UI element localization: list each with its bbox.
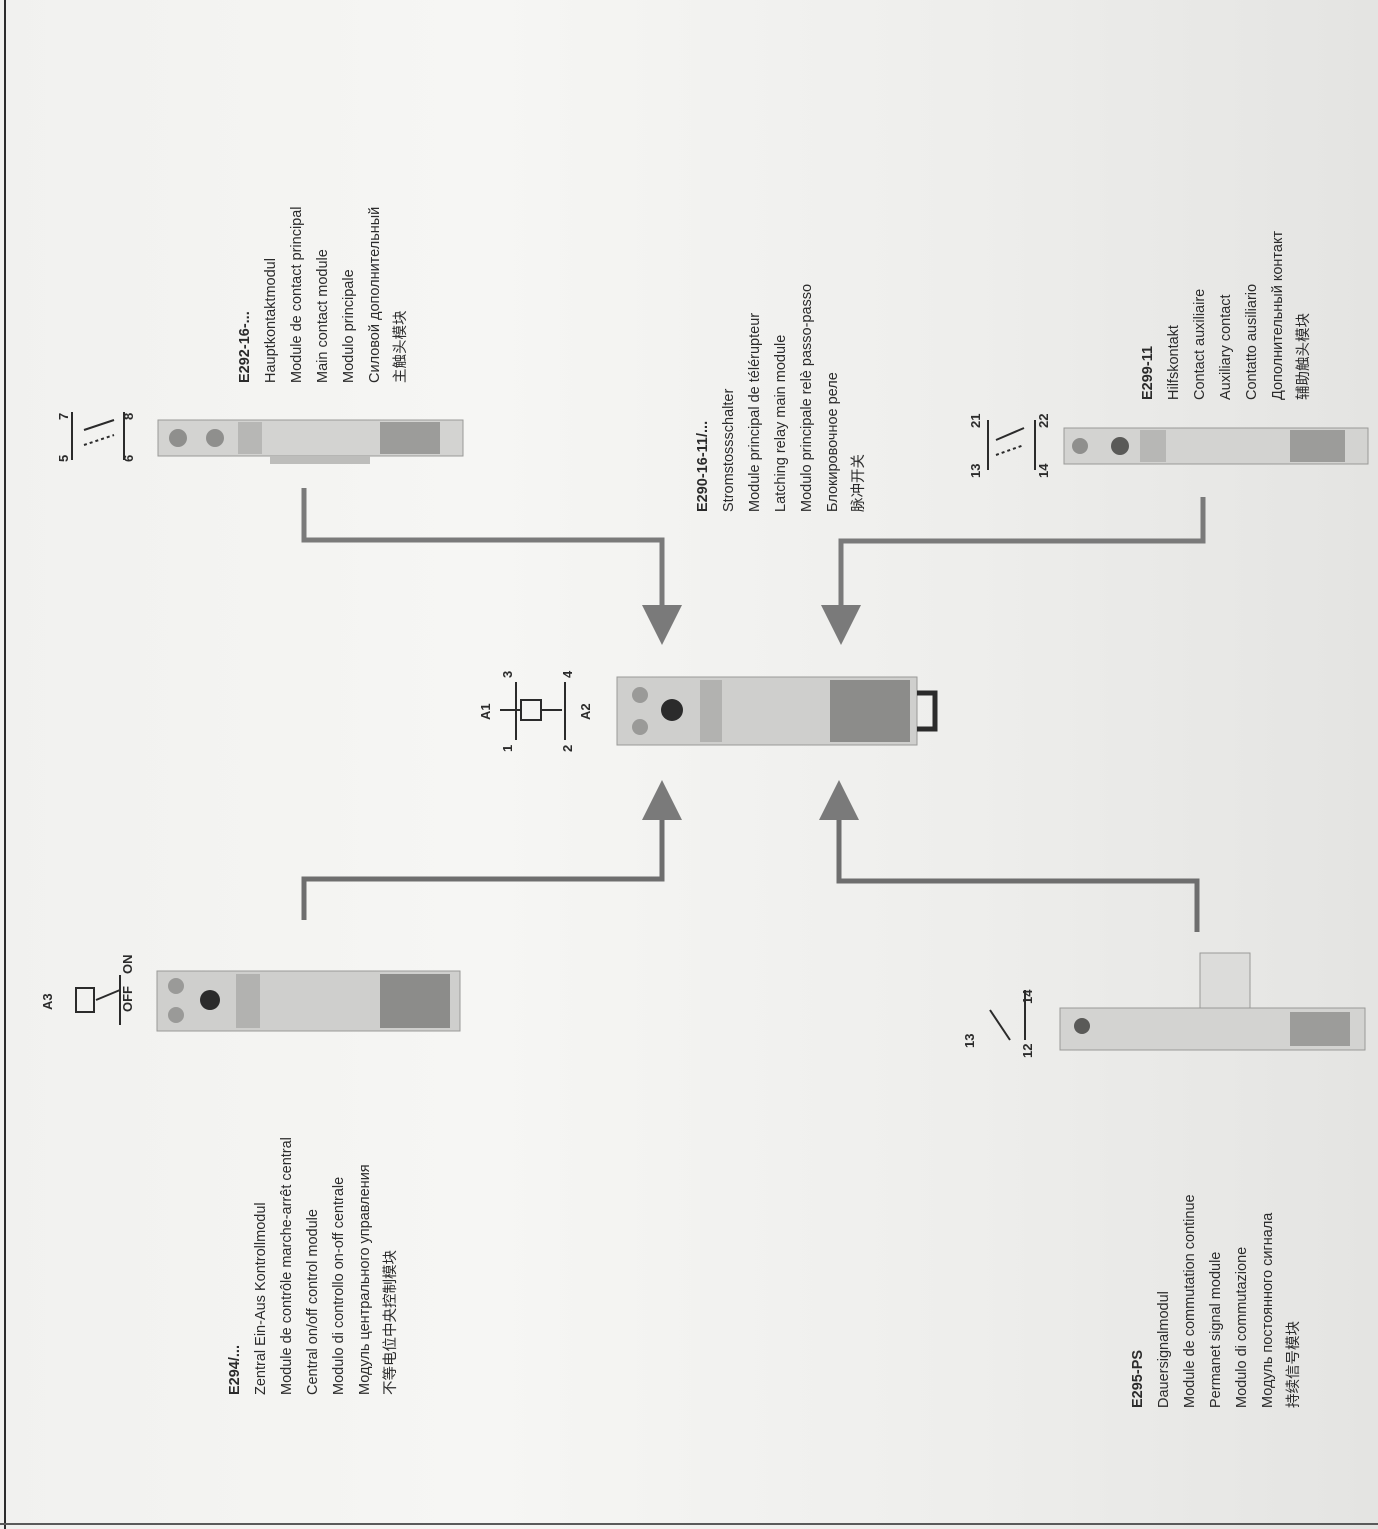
terminal-ps-12: 12 (1020, 1043, 1035, 1058)
terminal-5: 5 (56, 454, 71, 462)
label-central-control-it: Modulo di controllo on-off centrale (331, 1176, 347, 1395)
label-off: OFF (120, 986, 135, 1012)
terminal-aux-14: 14 (1036, 463, 1051, 478)
terminal-aux-21: 21 (968, 413, 983, 428)
device-central-control (156, 970, 461, 1032)
terminal-7: 7 (56, 412, 71, 420)
code-central-control: E294/... (227, 1345, 243, 1395)
label-auxiliary-it: Contatto ausiliario (1244, 283, 1260, 400)
terminal-4: 4 (560, 670, 575, 678)
device-latching-relay (616, 676, 938, 746)
code-latching-relay: E290-16-11/... (695, 420, 711, 512)
label-main-contact-it: Modulo principale (341, 269, 357, 383)
code-auxiliary: E299-11 (1140, 345, 1156, 400)
code-permanent-signal: E295-PS (1130, 1349, 1146, 1408)
terminal-6: 6 (121, 454, 136, 462)
text-auxiliary: E299-11 Hilfskontakt Contact auxiliaire … (1135, 231, 1317, 400)
label-main-contact-ru: Силовой дополнительный (367, 206, 383, 383)
terminal-aux-22: 22 (1036, 413, 1051, 428)
symbol-auxiliary (987, 420, 1036, 470)
label-latching-relay-it: Modulo principale relè passo-passo (799, 283, 815, 512)
label-latching-relay-de: Stromstossschalter (721, 388, 737, 512)
terminal-8: 8 (121, 412, 136, 420)
page-border-bottom (0, 1523, 1378, 1525)
label-main-contact-en: Main contact module (315, 249, 331, 383)
text-permanent-signal: E295-PS Dauersignalmodul Module de commu… (1125, 1194, 1307, 1408)
label-main-contact-de: Hauptkontaktmodul (263, 258, 279, 383)
arrow-permanent-signal (819, 780, 1200, 932)
label-main-contact-zh: 主触头模块 (393, 310, 409, 384)
label-auxiliary-ru: Дополнительный контакт (1270, 230, 1286, 400)
terminal-a1: A1 (478, 703, 493, 720)
label-latching-relay-ru: Блокировочное реле (825, 372, 841, 512)
symbol-central-control (75, 975, 121, 1025)
symbol-permanent-signal (989, 990, 1026, 1041)
arrow-auxiliary (821, 497, 1206, 645)
label-permanent-signal-it: Modulo di commutazione (1234, 1246, 1250, 1408)
text-latching-relay: E290-16-11/... Stromstossschalter Module… (690, 284, 872, 512)
terminal-1: 1 (500, 744, 515, 752)
label-central-control-fr: Module de contrôle marche-arrêt central (279, 1137, 295, 1395)
terminal-3: 3 (500, 670, 515, 678)
label-auxiliary-de: Hilfskontakt (1166, 325, 1182, 400)
terminal-aux-13: 13 (968, 463, 983, 478)
terminal-2: 2 (560, 744, 575, 752)
label-permanent-signal-de: Dauersignalmodul (1156, 1291, 1172, 1408)
symbol-main-contact (71, 412, 125, 460)
text-main-contact: E292-16-... Hauptkontaktmodul Module de … (232, 206, 414, 383)
label-main-contact-fr: Module de contact principal (289, 206, 305, 383)
label-auxiliary-fr: Contact auxiliaire (1192, 288, 1208, 400)
label-auxiliary-en: Auxiliary contact (1218, 294, 1234, 400)
label-on: ON (120, 954, 135, 975)
text-central-control: E294/... Zentral Ein-Aus Kontrollmodul M… (222, 1137, 404, 1395)
terminal-ps-14: 14 (1020, 989, 1035, 1004)
label-central-control-de: Zentral Ein-Aus Kontrollmodul (253, 1202, 269, 1395)
terminal-a2: A2 (578, 703, 593, 720)
label-latching-relay-en: Latching relay main module (773, 334, 789, 512)
label-latching-relay-zh: 脉冲开关 (851, 454, 867, 512)
terminal-ps-13: 13 (962, 1033, 977, 1048)
symbol-latching-relay (500, 682, 566, 740)
arrow-central-control (301, 780, 682, 920)
label-permanent-signal-zh: 持续信号模块 (1286, 1321, 1302, 1408)
label-permanent-signal-ru: Модуль постоянного сигнала (1260, 1212, 1276, 1408)
page-border-left (4, 0, 6, 1529)
device-auxiliary (1063, 427, 1369, 465)
label-central-control-en: Central on/off control module (305, 1209, 321, 1395)
label-auxiliary-zh: 辅助触头模块 (1296, 313, 1312, 400)
device-main-contact (157, 419, 464, 464)
label-central-control-ru: Модуль центрального управления (357, 1164, 373, 1395)
label-latching-relay-fr: Module principal de télérupteur (747, 312, 763, 512)
coil-a3: A3 (40, 993, 55, 1010)
label-permanent-signal-fr: Module de commutation continue (1182, 1194, 1198, 1408)
code-main-contact: E292-16-... (237, 311, 253, 383)
label-central-control-zh: 不等电位中央控制模块 (383, 1250, 399, 1395)
arrow-main-contact (301, 488, 682, 645)
device-permanent-signal (1059, 952, 1366, 1051)
label-permanent-signal-en: Permanet signal module (1208, 1251, 1224, 1408)
